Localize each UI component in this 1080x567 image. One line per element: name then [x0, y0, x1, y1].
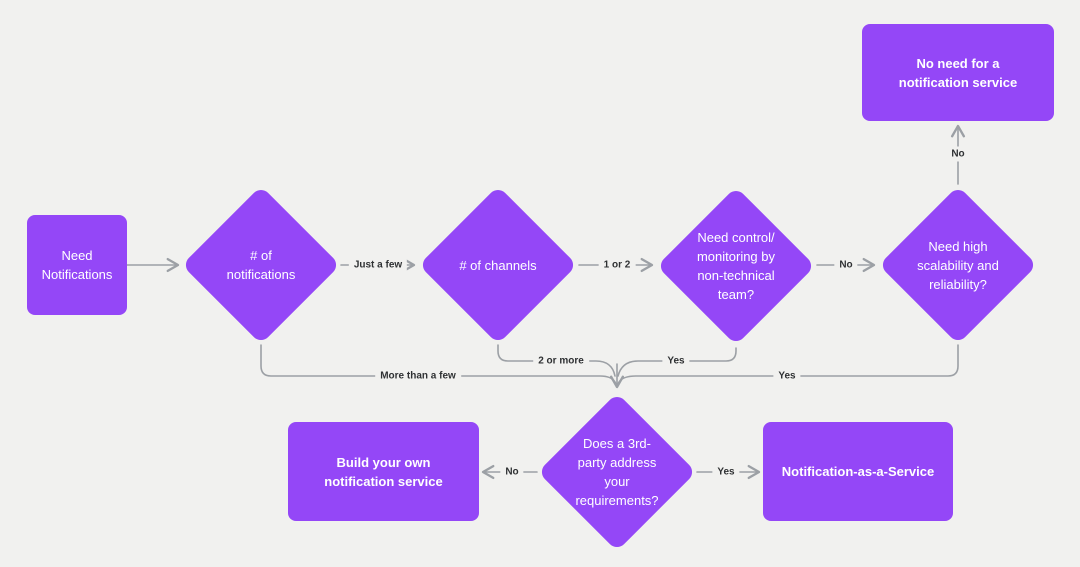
- node-no-need-for-service: No need for a notification service: [862, 24, 1054, 121]
- node-need-scalability-label: Need high scalability and reliability?: [917, 238, 999, 292]
- node-need-notifications-label: Need Notifications: [41, 248, 113, 282]
- edge-label-yes-scalability: Yes: [773, 368, 801, 384]
- edge-label-no-control: No: [834, 257, 858, 273]
- node-no-need-for-service-label: No need for a notification service: [898, 55, 1018, 90]
- node-notification-as-a-service: Notification-as-a-Service: [763, 422, 953, 521]
- node-num-channels-label: # of channels: [459, 257, 537, 273]
- node-need-notifications: Need Notifications: [27, 215, 127, 315]
- edge-label-more-than-a-few: More than a few: [375, 368, 461, 384]
- node-num-notifications: # of notifications: [181, 185, 341, 345]
- node-build-your-own: Build your own notification service: [288, 422, 479, 521]
- edge-label-two-or-more: 2 or more: [533, 353, 589, 369]
- edge-label-yes-control: Yes: [662, 353, 690, 369]
- edge-label-yes-third-party: Yes: [712, 464, 740, 480]
- edge-two-or-more: [497, 344, 616, 377]
- node-third-party-label: Does a 3rd- party address your requireme…: [575, 436, 659, 508]
- node-need-control-label: Need control/ monitoring by non-technica…: [696, 230, 776, 302]
- node-num-channels: # of channels: [418, 185, 578, 345]
- node-need-control: Need control/ monitoring by non-technica…: [656, 186, 816, 346]
- edge-label-no-third-party: No: [500, 464, 524, 480]
- node-notification-as-a-service-label: Notification-as-a-Service: [781, 464, 935, 479]
- node-third-party: Does a 3rd- party address your requireme…: [537, 392, 697, 552]
- edge-label-just-a-few: Just a few: [348, 257, 408, 273]
- node-build-your-own-label: Build your own notification service: [324, 454, 443, 489]
- node-need-scalability: Need high scalability and reliability?: [878, 185, 1038, 345]
- edge-label-one-or-two: 1 or 2: [598, 257, 636, 273]
- edge-label-no-scalability: No: [946, 146, 970, 162]
- edge-yes-from-control: [617, 347, 737, 377]
- node-num-notifications-label: # of notifications: [226, 248, 296, 282]
